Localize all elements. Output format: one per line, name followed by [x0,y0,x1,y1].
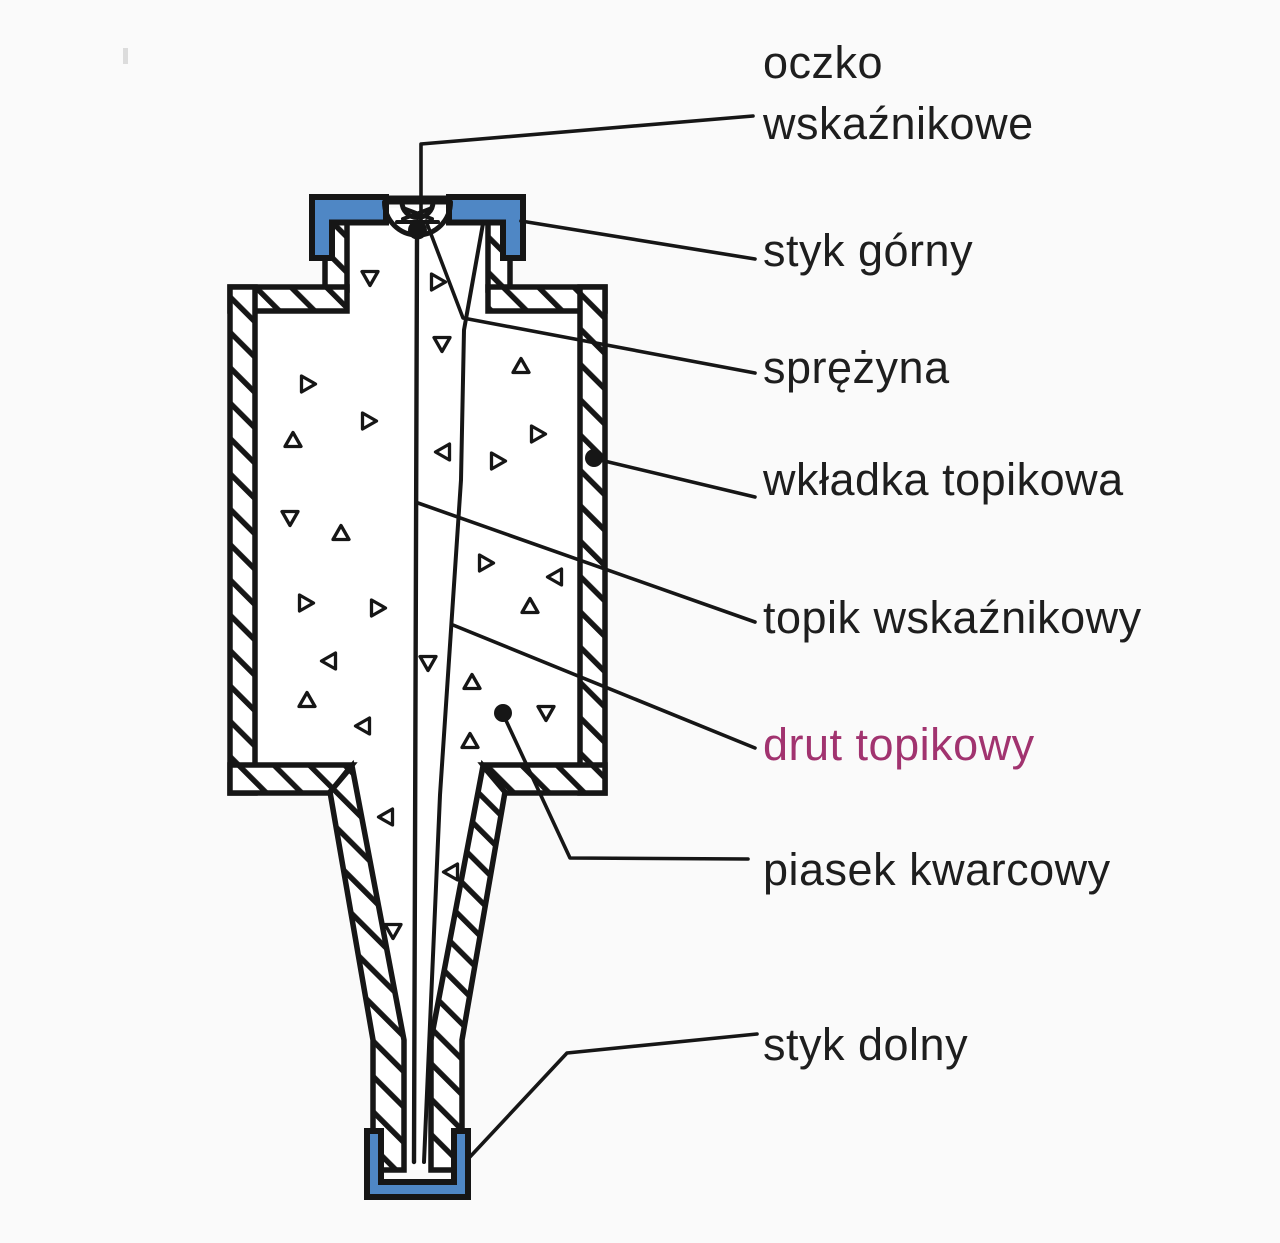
sand-grain [331,523,351,542]
leader-dot-wkladka-topikowa [585,449,603,467]
sand-grain [360,269,380,288]
indicator-ball [408,220,427,240]
sand-grain [376,807,395,827]
sand-grain [369,598,388,618]
sand-grain [353,716,372,736]
sand-grain [460,731,480,750]
sand-grain [441,862,460,882]
sand-grain [529,424,548,444]
sand-grain [360,411,379,431]
leader-styk-gorny [519,219,757,261]
funnel-wall-right [428,759,508,1173]
label-drut-topikowy: drut topikowy [763,719,1035,770]
fuse-wires [411,216,486,1165]
leader-dot-piasek-kwarcowy [494,704,512,722]
cap-top-bar [383,195,452,205]
sand-grain [383,922,403,941]
sand-grain [545,567,564,587]
label-oczko-wskaznikowe: oczko wskaźnikowe [763,37,1034,149]
label-styk-dolny: styk dolny [763,1019,969,1070]
leader-drut-topikowy [451,623,757,750]
leader-topik-wskaznikowy [416,501,757,624]
label-topik-wskaznikowy: topik wskaźnikowy [763,592,1142,643]
label-wkladka-topikowa: wkładka topikowa [763,454,1124,505]
sand-grain [432,335,452,354]
sand-grain [299,374,318,394]
main-fuse-wire [422,216,486,1164]
sand-grain [489,451,508,471]
sand-grain [536,704,556,723]
sand-grain [429,272,448,292]
top-contact [309,194,526,261]
label-sprezyna: sprężyna [763,342,950,393]
sand-grain [319,651,338,671]
leader-sprezyna [424,219,757,375]
leader-wkladka-topikowa [594,457,757,499]
sand-grain [511,356,531,375]
side-wall-right [577,284,608,796]
side-wall-left [227,284,258,796]
leader-lines [416,114,759,1161]
sand-grain [433,442,452,462]
leader-styk-dolny [466,1032,759,1161]
sand-grain [280,509,300,528]
sand-grain [418,654,438,673]
sand-grain [462,672,482,691]
scan-smudge-artifact [123,48,128,64]
bottom-contact [364,1128,471,1200]
funnel-wall-left [327,759,407,1173]
sand-grain [297,690,317,709]
sand-grain [520,596,540,615]
leader-oczko-wskaznikowe [419,114,755,228]
label-piasek-kwarcowy: piasek kwarcowy [763,844,1111,895]
sand-grain [283,430,303,449]
leader-piasek-kwarcowy [501,712,750,861]
sand-grain [477,553,496,573]
sand-grain [297,593,316,613]
top-contact-right-half [446,194,526,261]
indicator-fuse-wire [411,235,420,1165]
quartz-sand-grains [280,269,564,941]
label-styk-gorny: styk górny [763,225,974,276]
